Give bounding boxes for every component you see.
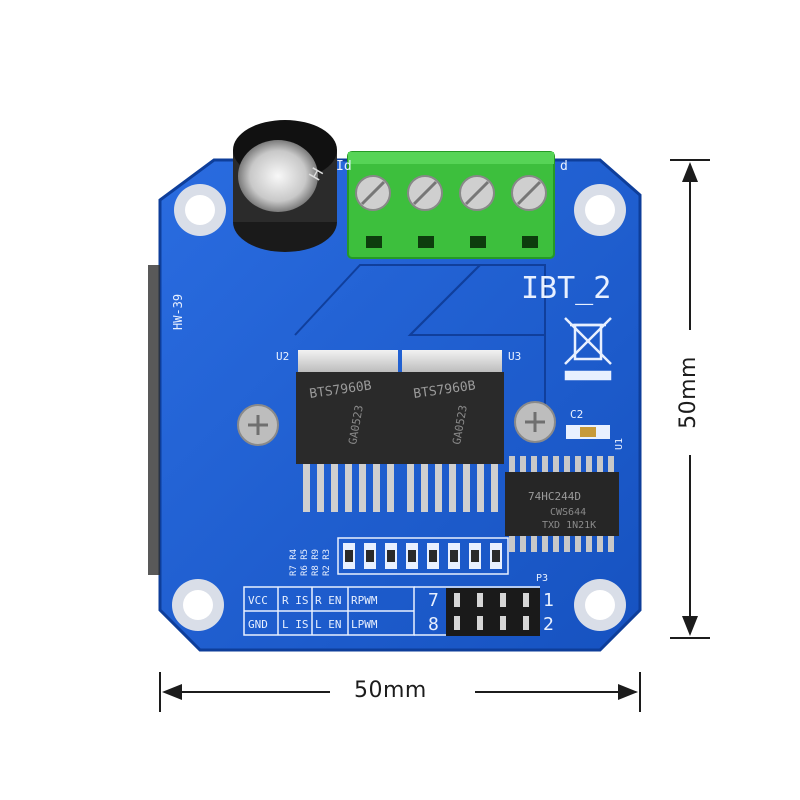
cap-label: C2 — [570, 408, 583, 421]
header-number-7: 7 — [428, 590, 439, 611]
electrolytic-capacitor: H — [233, 120, 337, 252]
chip-bts7960-right — [400, 350, 504, 512]
screw-right — [514, 401, 556, 443]
screw-left — [237, 404, 279, 446]
pcb-edge — [148, 265, 160, 575]
pin-table-r2c3: L EN — [315, 618, 342, 631]
header-number-8: 8 — [428, 614, 439, 635]
terminal-screw-2 — [407, 175, 443, 211]
terminal-right-mark: d — [560, 159, 568, 174]
header-number-1: 1 — [543, 590, 554, 611]
smd-resistor-row — [337, 537, 509, 575]
pin-header-2x4 — [446, 588, 540, 636]
resistor-labels-col4: R2 R3 — [322, 549, 332, 576]
smd-capacitor-c2 — [566, 425, 610, 439]
mounting-hole-bottom-left — [172, 579, 224, 631]
pin-table-r1c4: RPWM — [351, 594, 378, 607]
mounting-hole-top-right — [574, 184, 626, 236]
side-marking: HW-39 — [171, 294, 185, 330]
weee-bin-icon — [564, 317, 612, 381]
pin-table-r2c2: L IS — [282, 618, 309, 631]
terminal-left-mark: Id — [336, 159, 352, 174]
height-dimension-label: 50mm — [675, 356, 701, 429]
mounting-hole-bottom-right — [574, 579, 626, 631]
resistor-labels-col3: R8 R9 — [311, 549, 321, 576]
ic-u1-label: U1 — [614, 438, 625, 450]
resistor-labels-col2: R6 R5 — [300, 549, 310, 576]
logic-chip-line3: TXD 1N21K — [542, 520, 596, 531]
chip-bts7960-left — [296, 350, 400, 512]
pin-table-r2c1: GND — [248, 618, 268, 631]
pin-table-r2c4: LPWM — [351, 618, 378, 631]
header-number-2: 2 — [543, 614, 554, 635]
connector-label: P3 — [536, 573, 548, 584]
ic-right-label: U3 — [508, 350, 521, 363]
pin-table-r1c3: R EN — [315, 594, 342, 607]
model-label: IBT_2 — [521, 271, 611, 306]
resistor-labels-col1: R7 R4 — [289, 549, 299, 576]
pin-table-r1c1: VCC — [248, 594, 268, 607]
logic-chip-line2: CWS644 — [550, 507, 586, 518]
mounting-hole-top-left — [174, 184, 226, 236]
terminal-screw-3 — [459, 175, 495, 211]
terminal-screw-4 — [511, 175, 547, 211]
terminal-screw-1 — [355, 175, 391, 211]
pin-table-r1c2: R IS — [282, 594, 309, 607]
logic-chip-line1: 74HC244D — [528, 490, 581, 503]
ic-left-label: U2 — [276, 350, 289, 363]
dimension-height-arrow — [670, 159, 710, 639]
width-dimension-label: 50mm — [354, 678, 427, 703]
screw-terminal-block — [347, 151, 555, 259]
dimension-width-arrow — [159, 672, 641, 712]
copper-pour-outline-2 — [409, 264, 546, 336]
chip-74hc244 — [505, 456, 619, 552]
